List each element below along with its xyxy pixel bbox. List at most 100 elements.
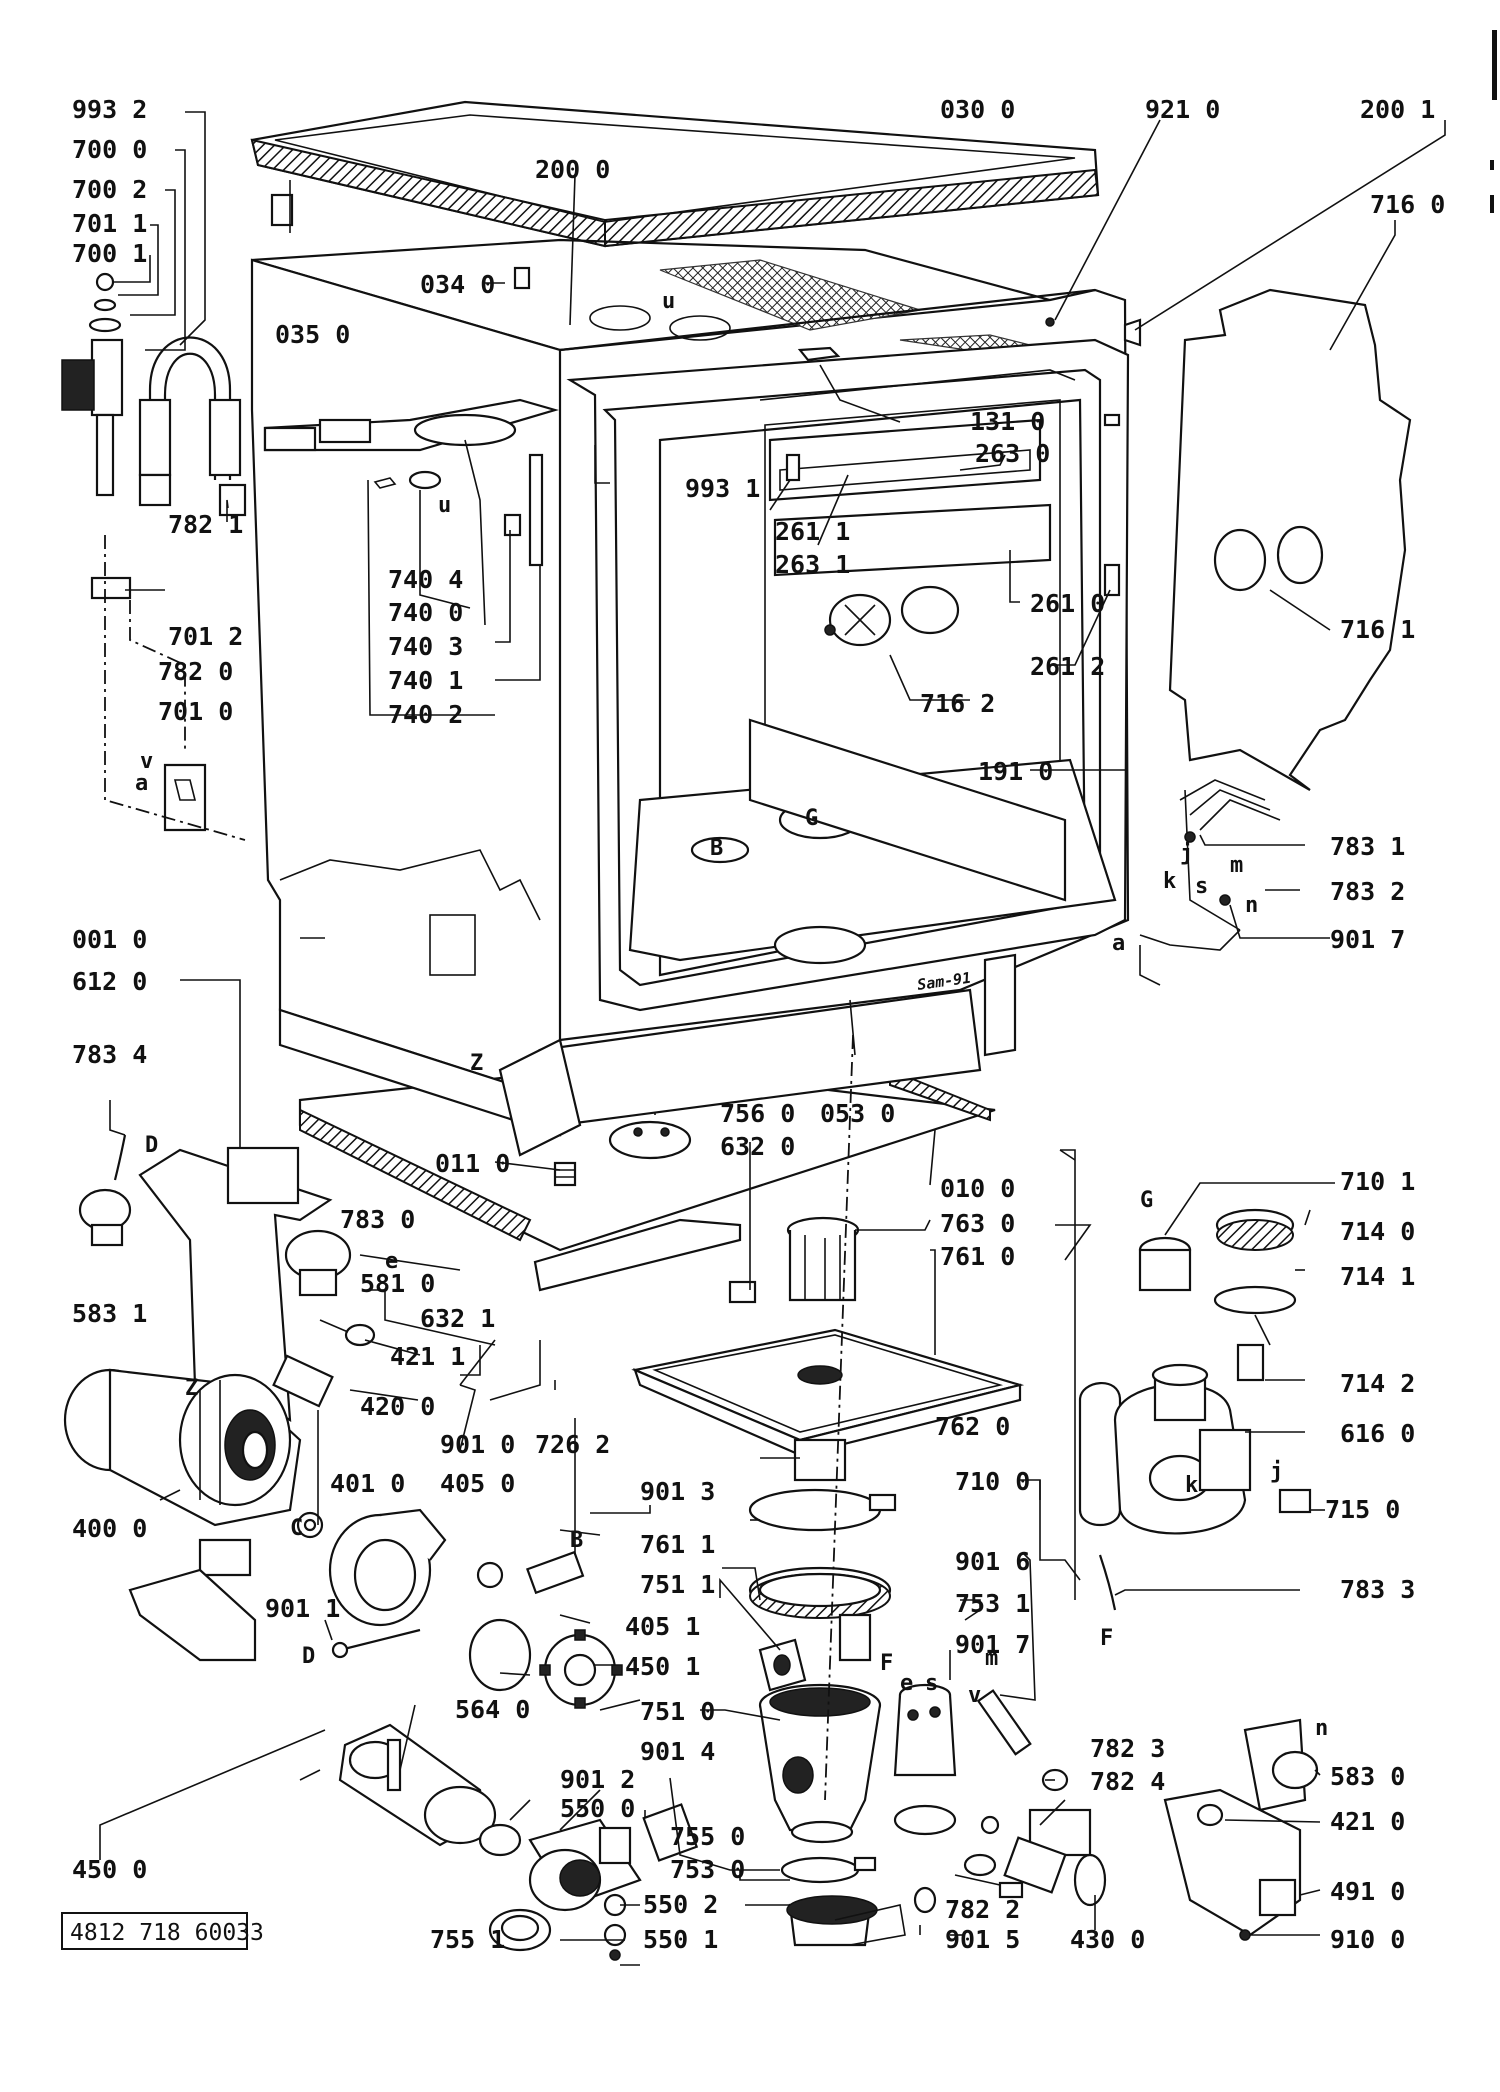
letter-s-valve: s [925,1671,938,1696]
label-740-3: 740 3 [388,632,463,661]
label-701-2: 701 2 [168,622,243,651]
label-901-0: 901 0 [440,1430,515,1459]
label-700-2: 700 2 [72,175,147,204]
label-783-4: 783 4 [72,1040,147,1069]
letter-F-salt: F [1100,1626,1113,1651]
sump-751-0 [758,1683,882,1844]
label-400-0: 400 0 [72,1514,147,1543]
label-763-0: 763 0 [940,1209,1015,1238]
label-421-1: 421 1 [390,1342,465,1371]
letter-Z-bracket: Z [185,1376,198,1401]
label-782-2: 782 2 [945,1895,1020,1924]
label-740-0: 740 0 [388,598,463,627]
label-783-3: 783 3 [1340,1575,1415,1604]
label-762-0: 762 0 [935,1412,1010,1441]
label-612-0: 612 0 [72,967,147,996]
label-910-0: 910 0 [1330,1925,1405,1954]
label-200-1: 200 1 [1360,95,1435,124]
label-782-3: 782 3 [1090,1734,1165,1763]
letter-a-left: a [135,771,148,796]
label-715-0: 715 0 [1325,1495,1400,1524]
label-714-0: 714 0 [1340,1217,1415,1246]
heater-assembly [299,1723,642,1961]
water-inlet-assembly [61,272,247,832]
part-labels: 993 2 700 0 700 2 701 1 700 1 030 0 921 … [72,95,1445,1954]
label-700-1: 700 1 [72,239,147,268]
terminal-block-612-0 [226,1146,300,1205]
letter-v-left: v [140,749,153,774]
label-263-0: 263 0 [975,439,1050,468]
bracket-035-0 [270,193,294,227]
label-632-1: 632 1 [420,1304,495,1333]
filter-cover-716-2 [824,585,960,647]
foot-756-0 [608,1120,692,1160]
label-421-0: 421 0 [1330,1807,1405,1836]
label-783-0: 783 0 [340,1205,415,1234]
letter-s-right: s [1195,874,1208,899]
label-616-0: 616 0 [1340,1419,1415,1448]
thermostat-583-0 [1271,1750,1319,1790]
label-751-1: 751 1 [640,1570,715,1599]
label-001-0: 001 0 [72,925,147,954]
label-034-0: 034 0 [420,270,495,299]
letter-D-screw: D [302,1644,315,1669]
label-011-0: 011 0 [435,1149,510,1178]
letter-k-right: k [1163,869,1176,894]
capacitor-420-0 [272,1354,334,1408]
label-740-2: 740 2 [388,700,463,729]
label-131-0: 131 0 [970,407,1045,436]
label-450-1: 450 1 [625,1652,700,1681]
impeller-450-1 [539,1629,623,1709]
label-263-1: 263 1 [775,550,850,579]
letter-e-switch: e [385,1249,398,1274]
label-550-0: 550 0 [560,1794,635,1823]
label-901-6: 901 6 [955,1547,1030,1576]
letter-v-valve: v [968,1683,981,1708]
label-716-1: 716 1 [1340,615,1415,644]
label-714-2: 714 2 [1340,1369,1415,1398]
label-491-0: 491 0 [1330,1877,1405,1906]
label-783-1: 783 1 [1330,832,1405,861]
label-191-0: 191 0 [978,757,1053,786]
label-010-0: 010 0 [940,1174,1015,1203]
label-726-2: 726 2 [535,1430,610,1459]
leader-lines [99,111,1446,1966]
circulation-pump-motor [63,1368,623,1709]
label-901-2: 901 2 [560,1765,635,1794]
label-753-0: 753 0 [670,1855,745,1884]
label-761-0: 761 0 [940,1242,1015,1271]
label-053-0: 053 0 [820,1099,895,1128]
connector-491-0 [1258,1878,1297,1917]
label-405-0: 405 0 [440,1469,515,1498]
letter-n-right: n [1245,893,1258,918]
letter-u-top: u [662,289,675,314]
label-035-0: 035 0 [275,320,350,349]
letter-Z-cabinet: Z [470,1051,483,1076]
letter-B-hose: B [570,1528,583,1553]
label-716-0: 716 0 [1370,190,1445,219]
label-993-1: 993 1 [685,474,760,503]
label-200-0: 200 0 [535,155,610,184]
label-261-2: 261 2 [1030,652,1105,681]
letter-D-left: D [145,1133,158,1158]
letter-C-pump: C [290,1516,303,1541]
hose-726-2 [525,1550,585,1595]
label-564-0: 564 0 [455,1695,530,1724]
label-901-3: 901 3 [640,1477,715,1506]
label-405-1: 405 1 [625,1612,700,1641]
hinge-bracket-261-2 [1103,563,1121,597]
label-782-4: 782 4 [1090,1767,1165,1796]
letter-e-valve: e [900,1671,913,1696]
label-993-2: 993 2 [72,95,147,124]
insulation-mat-716-0 [1139,288,1412,986]
inlet-valve-430-0 [963,1808,1107,1907]
bracket-714-2 [1236,1343,1265,1382]
letter-u-spray: u [438,493,451,518]
label-701-1: 701 1 [72,209,147,238]
label-755-0: 755 0 [670,1822,745,1851]
softener-unit-710-0 [1078,1208,1312,1611]
label-901-4: 901 4 [640,1737,715,1766]
label-921-0: 921 0 [1145,95,1220,124]
label-030-0: 030 0 [940,95,1015,124]
